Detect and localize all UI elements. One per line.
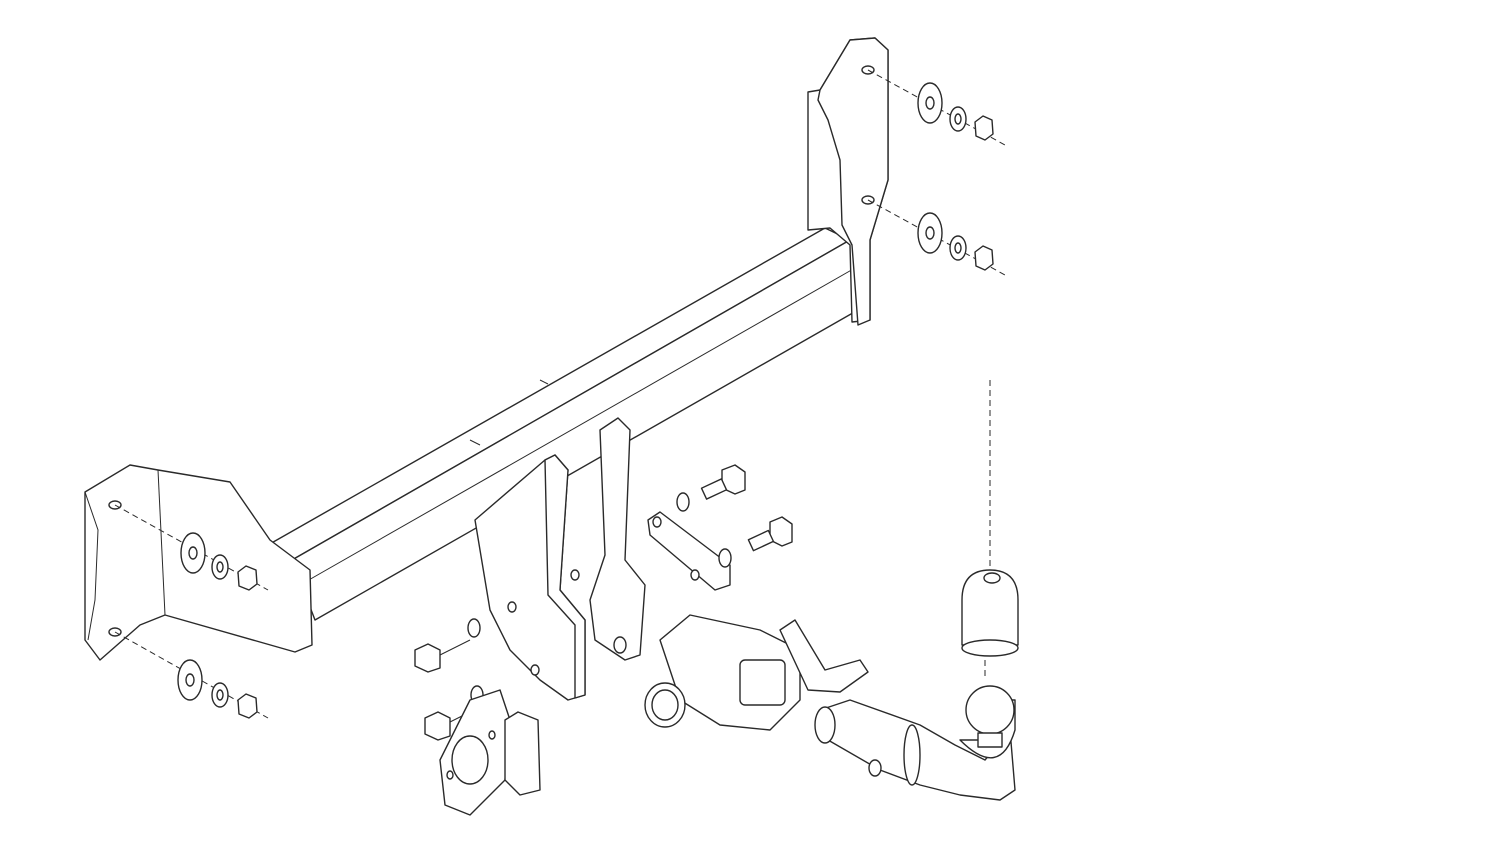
- right-mounting-bracket: [807, 37, 889, 326]
- socket-plate: [439, 689, 541, 816]
- center-hanger-plates: [474, 417, 646, 701]
- tow-ball-cap: [961, 569, 1019, 657]
- link-plate: [647, 464, 793, 591]
- washer-nut-set-right-bottom: [917, 212, 994, 271]
- crossbar-beam: [267, 227, 859, 621]
- tow-ball: [965, 685, 1015, 748]
- washer-nut-set-left-top: [180, 532, 258, 591]
- receiver-housing: [644, 614, 869, 731]
- washer-nut-set-right-top: [917, 82, 994, 141]
- washer-nut-set-left-bottom: [177, 659, 258, 719]
